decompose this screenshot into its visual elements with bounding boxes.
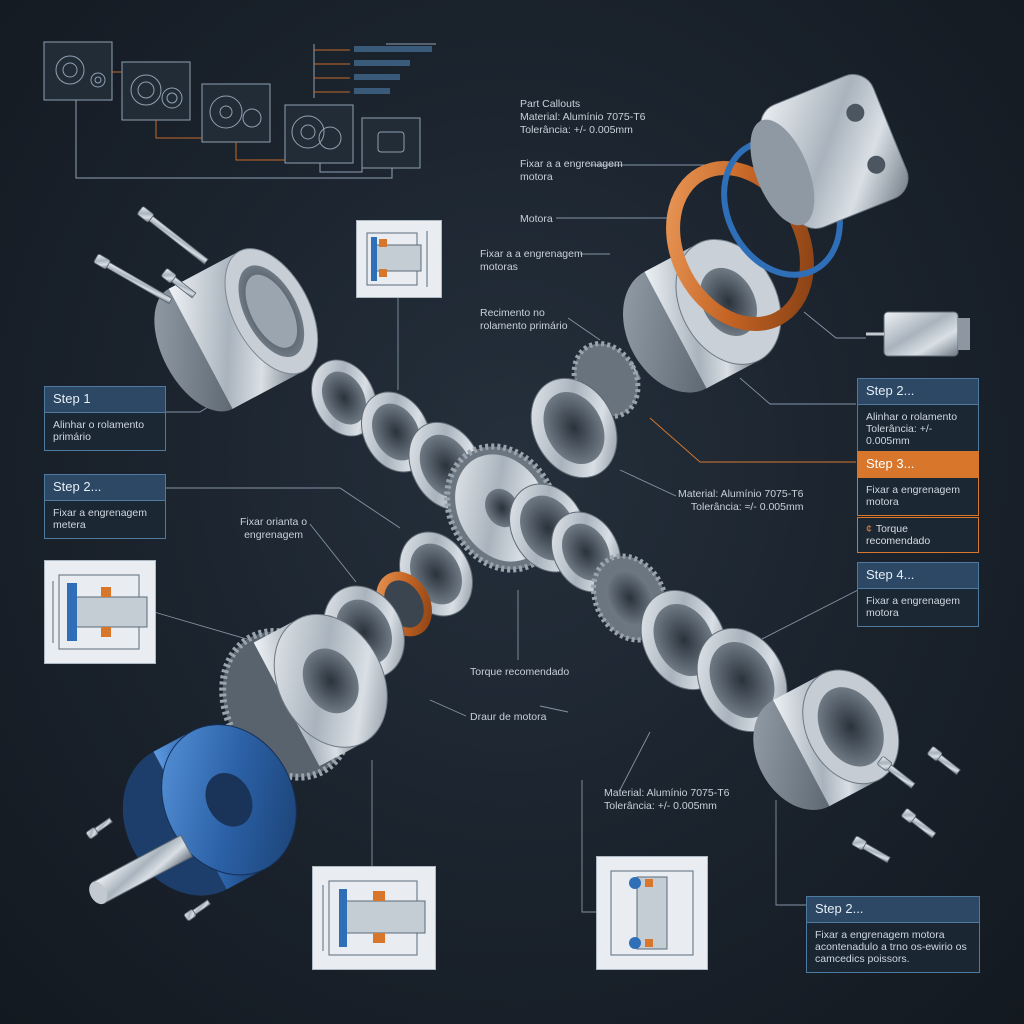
step-title: Step 4... (858, 563, 978, 589)
process-flow (43, 41, 436, 179)
progress-bars (354, 46, 432, 94)
fixar-motora-label: Fixar a a engrenagem motora (520, 158, 623, 183)
torque-label: Torque recomendado (470, 666, 570, 678)
step-title: Step 3... (858, 452, 978, 478)
material-low-label: Material: Alumínio 7075-T6 Tolerância: +… (604, 787, 730, 812)
step-title: Step 2... (807, 897, 979, 923)
part-callouts-label: Part Callouts Material: Alumínio 7075-T6… (520, 98, 646, 136)
leader-lines (153, 164, 866, 913)
step-title: Step 2... (45, 475, 165, 501)
section-inset-left (44, 560, 156, 664)
bolt-icon (851, 746, 961, 864)
fixar-orianta-label: Fixar orianta o engrenagem (240, 516, 308, 541)
draur-label: Draur de motora (470, 711, 547, 723)
material-mid-label: Material: Alumínio 7075-T6 Tolerância: ≈… (678, 488, 804, 513)
motora-label: Motora (520, 213, 553, 225)
step-title: Step 2... (858, 379, 978, 405)
section-inset-bottom-right (596, 856, 708, 970)
upper-right-assembly (530, 73, 970, 479)
motor-icon (866, 311, 970, 357)
gear-icon (444, 443, 669, 643)
lower-left-assembly (86, 531, 473, 921)
upper-left-housing (93, 206, 319, 412)
fixar-motoras-label: Fixar a a engrenagem motoras (480, 248, 583, 273)
torque-tag: ¢Torque recomendado (857, 517, 979, 553)
bearing-stack-right (640, 589, 900, 811)
bolt-icon (93, 206, 209, 305)
section-inset-bottom (312, 866, 436, 970)
recimento-label: Recimento no rolamento primário (480, 307, 568, 332)
step-title: Step 1 (45, 387, 165, 413)
section-inset-top (356, 220, 442, 298)
torque-icon: ¢ (866, 523, 872, 535)
